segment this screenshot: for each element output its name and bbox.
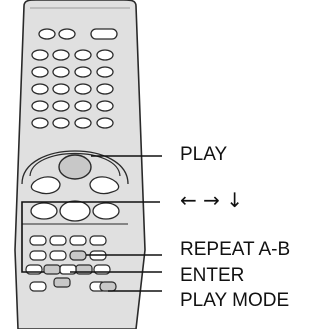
repeat-ab-button[interactable]	[69, 250, 87, 261]
callout-repeat-ab: REPEAT A-B	[180, 239, 291, 260]
cursor-left-button[interactable]	[43, 264, 61, 275]
callout-play-mode: PLAY MODE	[180, 290, 290, 311]
callout-play: PLAY	[180, 144, 228, 165]
cursor-down-button[interactable]	[53, 277, 71, 288]
play-area-outer-arc	[21, 150, 129, 185]
middle-buttons	[30, 200, 120, 222]
leader-lines	[21, 155, 162, 292]
transport-buttons	[30, 176, 120, 195]
top-button-grid	[31, 28, 118, 129]
play-mode-button[interactable]	[99, 281, 117, 292]
play-area-inner-arc	[29, 153, 121, 177]
callout-arrows: ← → ↓	[180, 188, 243, 212]
callout-enter: ENTER	[180, 265, 245, 286]
play-button[interactable]	[58, 154, 92, 180]
leader-arrows	[21, 201, 160, 273]
